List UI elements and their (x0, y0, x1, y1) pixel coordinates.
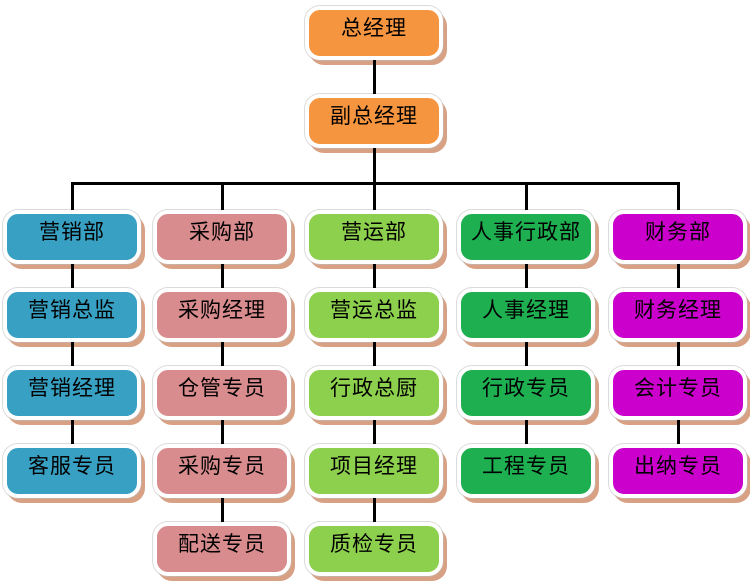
connector-line (676, 342, 680, 366)
org-node-marketing-3: 客服专员 (3, 444, 141, 498)
connector-line (524, 342, 528, 366)
connector-line (70, 182, 74, 210)
org-node-finance-1: 财务经理 (609, 288, 747, 342)
org-node-deputy-general-manager: 副总经理 (305, 94, 443, 148)
connector-line (220, 342, 224, 366)
connector-line (372, 342, 376, 366)
org-node-operations-0: 营运部 (305, 210, 443, 264)
org-node-hr-admin-2: 行政专员 (457, 366, 595, 420)
connector-line (372, 498, 376, 522)
connector-line (676, 264, 680, 288)
org-node-hr-admin-3: 工程专员 (457, 444, 595, 498)
org-node-marketing-1: 营销总监 (3, 288, 141, 342)
connector-line (70, 420, 74, 444)
connector-line (70, 342, 74, 366)
connector-line (220, 182, 224, 210)
connector-line (220, 498, 224, 522)
connector-line (372, 148, 376, 182)
org-node-marketing-0: 营销部 (3, 210, 141, 264)
connector-line (372, 420, 376, 444)
connector-line (220, 420, 224, 444)
org-node-purchasing-2: 仓管专员 (153, 366, 291, 420)
connector-line (372, 60, 376, 94)
connector-line (220, 264, 224, 288)
org-node-hr-admin-1: 人事经理 (457, 288, 595, 342)
org-node-marketing-2: 营销经理 (3, 366, 141, 420)
connector-line (372, 264, 376, 288)
org-node-operations-1: 营运总监 (305, 288, 443, 342)
org-node-finance-3: 出纳专员 (609, 444, 747, 498)
connector-line (524, 182, 528, 210)
org-node-operations-3: 项目经理 (305, 444, 443, 498)
org-node-general-manager: 总经理 (305, 6, 443, 60)
org-node-operations-2: 行政总厨 (305, 366, 443, 420)
connector-line (524, 420, 528, 444)
connector-line (70, 264, 74, 288)
connector-line (676, 182, 680, 210)
org-node-purchasing-0: 采购部 (153, 210, 291, 264)
connector-line (676, 420, 680, 444)
org-node-hr-admin-0: 人事行政部 (457, 210, 595, 264)
org-node-purchasing-4: 配送专员 (153, 522, 291, 576)
connector-line (524, 264, 528, 288)
org-node-purchasing-3: 采购专员 (153, 444, 291, 498)
org-node-operations-4: 质检专员 (305, 522, 443, 576)
org-node-purchasing-1: 采购经理 (153, 288, 291, 342)
org-node-finance-2: 会计专员 (609, 366, 747, 420)
org-node-finance-0: 财务部 (609, 210, 747, 264)
connector-line (372, 182, 376, 210)
